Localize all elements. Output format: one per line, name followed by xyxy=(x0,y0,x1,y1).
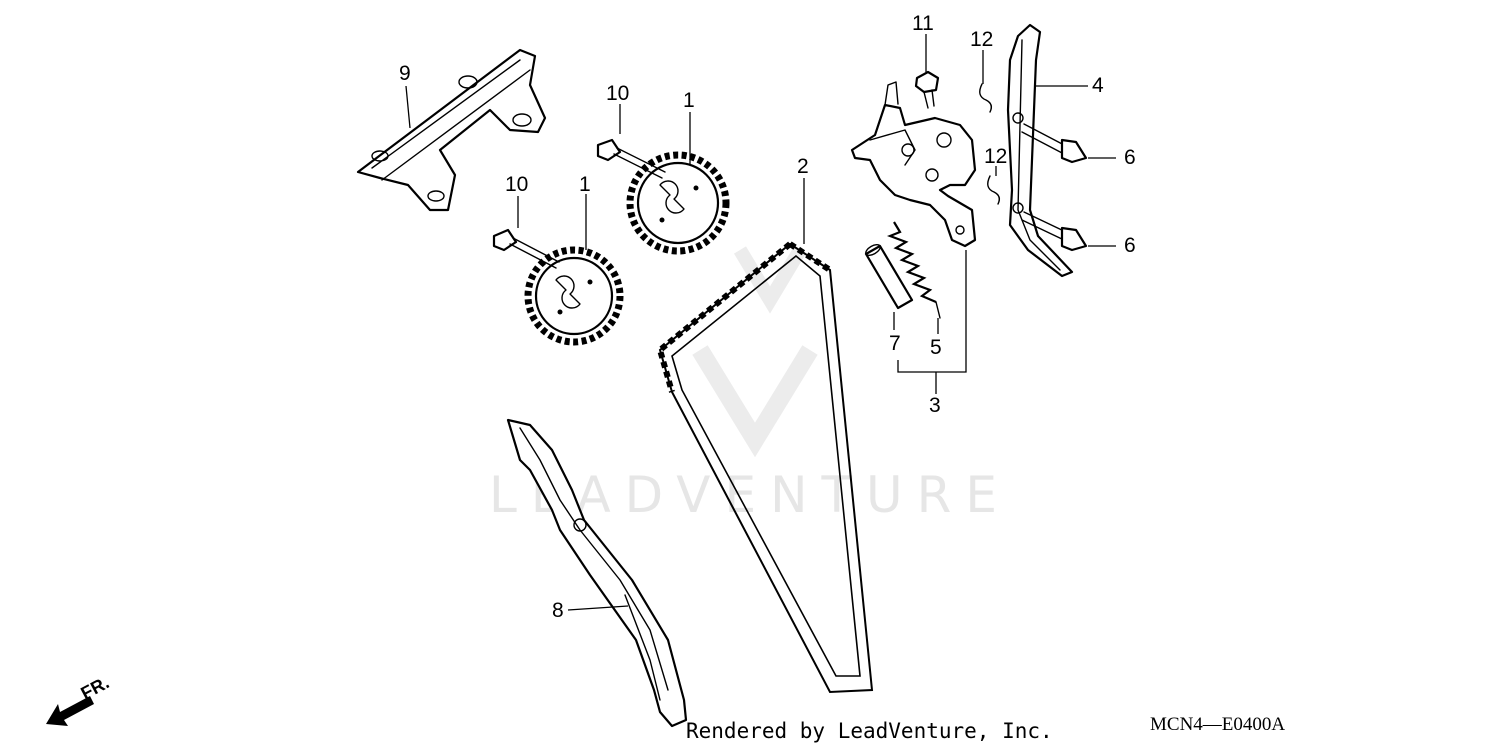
part-12-upper-clip xyxy=(979,83,993,113)
front-label: FR. xyxy=(77,672,112,703)
part-3-tensioner xyxy=(850,81,977,248)
part-8-tensioner-slider xyxy=(506,418,688,728)
callout-12-lower: 12 xyxy=(984,145,1007,168)
footer-rendered-by: Rendered by LeadVenture, Inc. xyxy=(686,719,1053,743)
part-2-cam-chain xyxy=(656,241,874,694)
callout-1-lower: 1 xyxy=(579,173,591,196)
part-10-lower-bolt xyxy=(492,228,560,269)
callout-8: 8 xyxy=(552,599,564,622)
part-4-chain-guide xyxy=(1006,23,1074,278)
callout-1-upper: 1 xyxy=(683,89,695,112)
part-11-bolt xyxy=(914,70,940,109)
part-12-lower-clip xyxy=(987,175,1001,205)
part-6-upper-pin xyxy=(1021,123,1088,164)
part-6-lower-pin xyxy=(1021,211,1088,252)
callout-10-upper: 10 xyxy=(606,82,629,105)
callout-5: 5 xyxy=(930,336,942,359)
callout-9: 9 xyxy=(399,62,411,85)
part-1-lower-sprocket xyxy=(524,246,624,346)
part-7-tensioner-rod xyxy=(864,244,914,310)
callout-4: 4 xyxy=(1092,74,1104,97)
callout-6-lower: 6 xyxy=(1124,234,1136,257)
part-5-spring xyxy=(886,221,941,319)
part-1-upper-sprocket xyxy=(626,151,730,255)
callout-12-upper: 12 xyxy=(970,28,993,51)
leader-lines xyxy=(405,34,1116,611)
callout-11: 11 xyxy=(912,12,934,35)
part-9-upper-guide xyxy=(356,48,547,212)
front-arrow-icon xyxy=(46,696,94,726)
callout-6-upper: 6 xyxy=(1124,146,1136,169)
callout-10-lower: 10 xyxy=(505,173,528,196)
part-10-upper-bolt xyxy=(596,138,666,179)
callout-3: 3 xyxy=(929,394,941,417)
callouts: 9 10 1 10 1 2 11 12 4 6 12 6 7 5 3 8 xyxy=(399,12,1136,622)
callout-7: 7 xyxy=(889,332,901,355)
footer-diagram-code: MCN4—E0400A xyxy=(1150,714,1285,735)
front-direction-indicator: FR. xyxy=(46,672,112,726)
callout-2: 2 xyxy=(797,155,809,178)
